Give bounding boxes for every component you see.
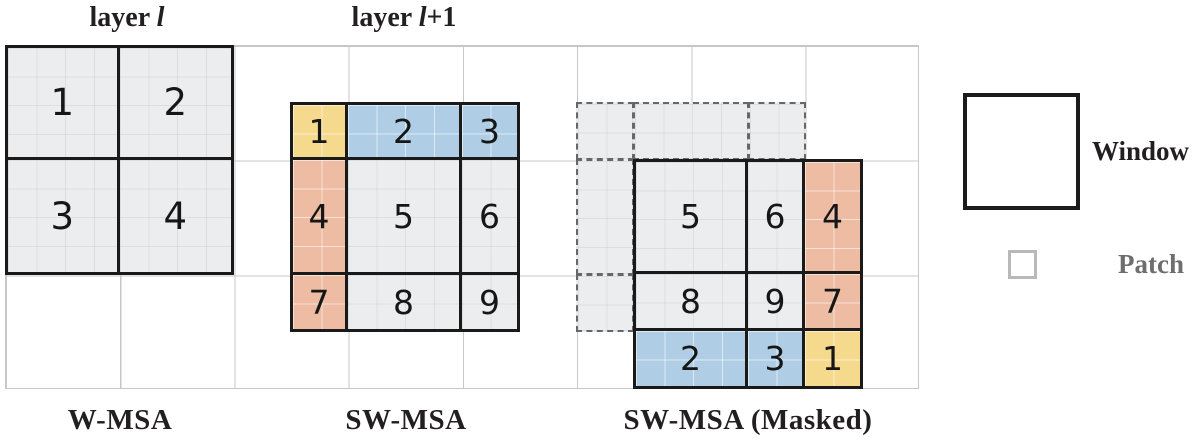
swmsa-cell-2: 2 <box>348 105 462 160</box>
swmsa-label: SW-MSA <box>345 404 467 436</box>
title-layer-l-prefix: layer <box>89 2 157 33</box>
masked-cell-4: 4 <box>805 162 860 274</box>
masked-cell-5: 5 <box>636 162 748 274</box>
masked-cell-1: 1 <box>805 331 860 386</box>
swmsa-cell-6: 6 <box>462 160 517 275</box>
legend-window-swatch <box>963 93 1080 210</box>
masked-cell-6: 6 <box>748 162 805 274</box>
wmsa-cell-1: 1 <box>8 48 120 160</box>
swmsa-cell-4: 4 <box>293 160 348 275</box>
swmsa-masked-window-grid: 5 6 4 8 9 7 2 3 1 <box>633 159 863 389</box>
swmsa-window-grid: 1 2 3 4 5 6 7 8 9 <box>290 102 520 332</box>
shifted-patch-cell <box>576 274 634 332</box>
legend-patch-swatch <box>1008 250 1037 279</box>
shifted-patch-cell <box>576 159 634 275</box>
legend-window-label: Window <box>1092 136 1190 166</box>
swmsa-cell-5: 5 <box>348 160 462 275</box>
masked-cell-3: 3 <box>748 331 805 386</box>
wmsa-window-grid: 1 2 3 4 <box>5 45 234 275</box>
masked-cell-8: 8 <box>636 274 748 331</box>
masked-cell-9: 9 <box>748 274 805 331</box>
wmsa-cell-3: 3 <box>8 160 120 272</box>
title-layer-l1-variable: l <box>418 2 427 33</box>
shifted-patch-cell <box>633 102 749 160</box>
title-layer-l: layer l <box>27 2 227 34</box>
swmsa-cell-3: 3 <box>462 105 517 160</box>
shifted-patch-cell <box>576 102 634 160</box>
shifted-patch-cell <box>748 102 806 160</box>
title-layer-l-plus-1: layer l+1 <box>304 2 504 34</box>
swmsa-cell-8: 8 <box>348 275 462 329</box>
wmsa-label: W-MSA <box>67 404 173 436</box>
title-layer-l1-suffix: +1 <box>426 2 457 33</box>
legend-patch-label: Patch <box>1118 249 1184 279</box>
title-layer-l1-prefix: layer <box>351 2 419 33</box>
masked-cell-2: 2 <box>636 331 748 386</box>
title-layer-l-variable: l <box>156 2 165 33</box>
wmsa-cell-2: 2 <box>119 48 231 160</box>
swmsa-cell-7: 7 <box>293 275 348 329</box>
swmsa-cell-1: 1 <box>293 105 348 160</box>
swmsa-cell-9: 9 <box>462 275 517 329</box>
masked-cell-7: 7 <box>805 274 860 331</box>
wmsa-cell-4: 4 <box>119 160 231 272</box>
swmsa-masked-label: SW-MSA (Masked) <box>623 404 873 436</box>
